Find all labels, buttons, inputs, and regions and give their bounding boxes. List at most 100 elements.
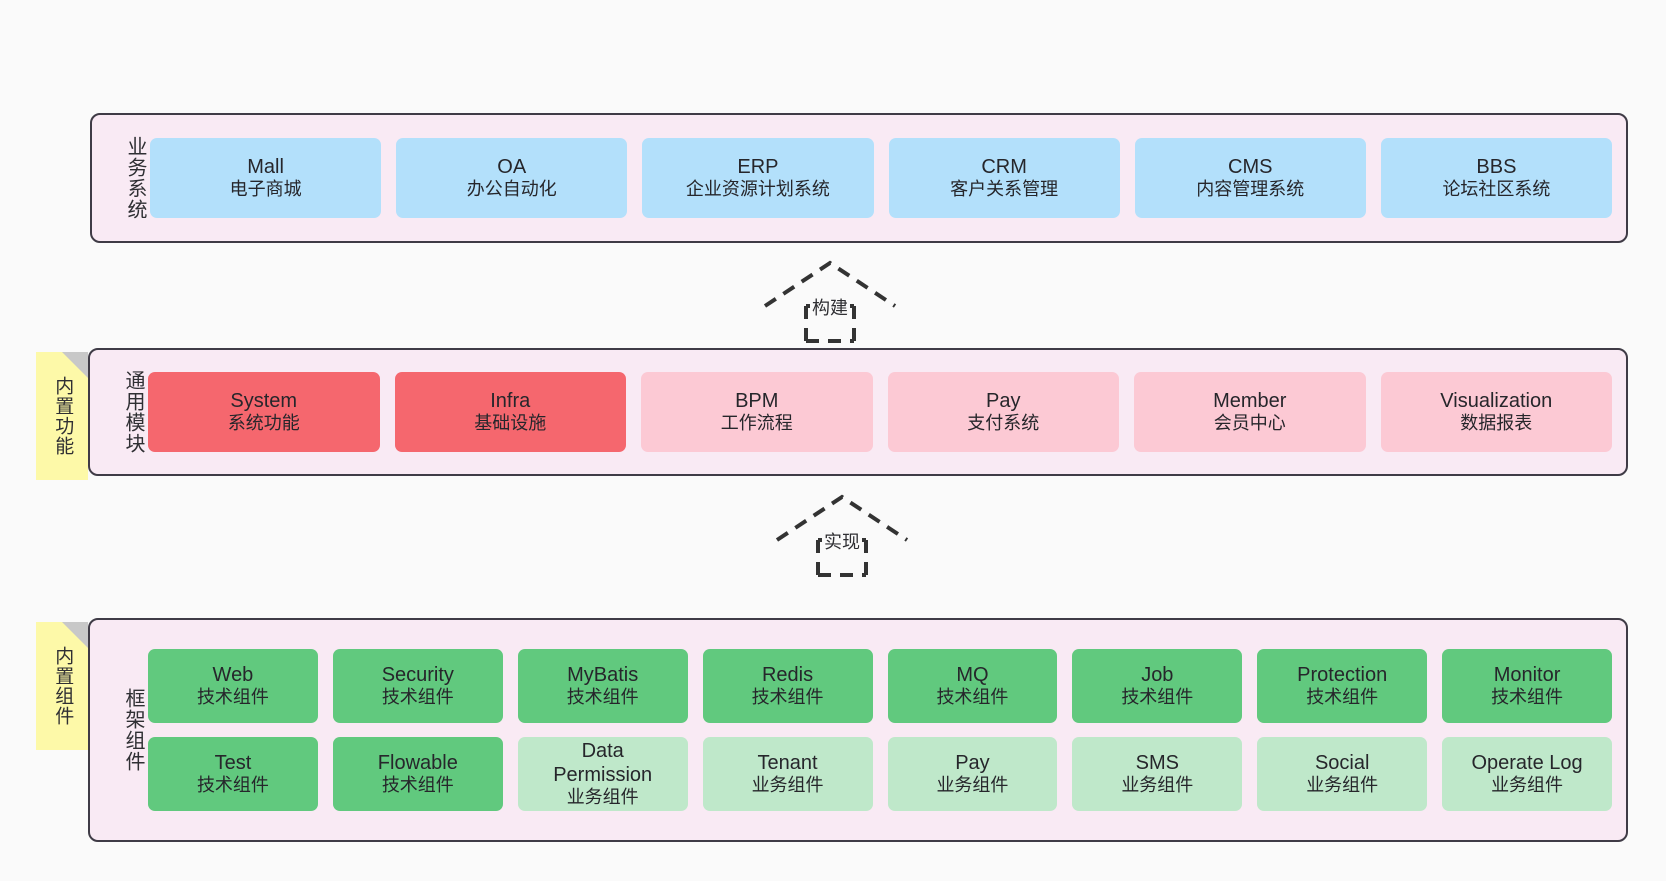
cell-security[interactable]: Security 技术组件 bbox=[332, 649, 503, 723]
cell-mall[interactable]: Mall 电子商城 bbox=[150, 138, 382, 218]
cell-protection[interactable]: Protection 技术组件 bbox=[1257, 649, 1428, 723]
cell-title: Mall bbox=[247, 155, 284, 178]
cell-desc: 业务组件 bbox=[1121, 775, 1194, 796]
note-builtin-function: 内置功能 bbox=[36, 352, 88, 480]
connector-build-label: 构建 bbox=[810, 294, 850, 320]
cell-oa[interactable]: OA 办公自动化 bbox=[396, 138, 628, 218]
cell-cms[interactable]: CMS 内容管理系统 bbox=[1134, 138, 1366, 218]
cell-title: Web bbox=[212, 663, 254, 686]
layer-cells-common-module: System 系统功能 Infra 基础设施 BPM 工作流程 Pay 支付系统… bbox=[144, 350, 1626, 474]
cell-title: Test bbox=[214, 751, 252, 774]
layer-title-framework-component: 框架组件 bbox=[122, 688, 144, 772]
note-label: 内置组件 bbox=[52, 646, 74, 726]
cell-social[interactable]: Social 业务组件 bbox=[1257, 737, 1428, 811]
cell-mq[interactable]: MQ 技术组件 bbox=[887, 649, 1058, 723]
cell-desc: 技术组件 bbox=[1121, 687, 1194, 708]
cell-infra[interactable]: Infra 基础设施 bbox=[394, 372, 626, 452]
cell-desc: 数据报表 bbox=[1460, 413, 1533, 434]
cell-title: Tenant bbox=[757, 751, 818, 774]
cell-desc: 技术组件 bbox=[196, 775, 269, 796]
note-builtin-component: 内置组件 bbox=[36, 622, 88, 750]
cell-desc: 技术组件 bbox=[381, 687, 454, 708]
cell-bpm[interactable]: BPM 工作流程 bbox=[641, 372, 873, 452]
cell-desc: 业务组件 bbox=[566, 787, 639, 808]
cell-desc: 企业资源计划系统 bbox=[685, 179, 830, 200]
cell-test[interactable]: Test 技术组件 bbox=[148, 737, 318, 811]
cell-desc: 办公自动化 bbox=[466, 179, 557, 200]
cell-pay-component[interactable]: Pay 业务组件 bbox=[887, 737, 1058, 811]
cell-title: MQ bbox=[956, 663, 989, 686]
cell-title: CRM bbox=[981, 155, 1027, 178]
cell-desc: 技术组件 bbox=[936, 687, 1009, 708]
cell-title: Pay bbox=[955, 751, 990, 774]
cell-title: Flowable bbox=[377, 751, 458, 774]
cell-desc: 技术组件 bbox=[566, 687, 639, 708]
cell-redis[interactable]: Redis 技术组件 bbox=[702, 649, 873, 723]
cell-visualization[interactable]: Visualization 数据报表 bbox=[1380, 372, 1612, 452]
cell-job[interactable]: Job 技术组件 bbox=[1072, 649, 1243, 723]
layer-business-system: 业务系统 Mall 电子商城 OA 办公自动化 ERP 企业资源计划系统 CRM… bbox=[90, 113, 1628, 243]
cell-erp[interactable]: ERP 企业资源计划系统 bbox=[642, 138, 874, 218]
cell-desc: 技术组件 bbox=[196, 687, 269, 708]
connector-build: 构建 bbox=[760, 258, 900, 343]
cell-title: Infra bbox=[490, 389, 531, 412]
note-fold-icon bbox=[62, 622, 88, 648]
layer-common-module: 通用模块 System 系统功能 Infra 基础设施 BPM 工作流程 Pay… bbox=[88, 348, 1628, 476]
cell-web[interactable]: Web 技术组件 bbox=[148, 649, 318, 723]
cell-title: Operate Log bbox=[1471, 751, 1583, 774]
cell-title: Visualization bbox=[1440, 389, 1553, 412]
cell-desc: 技术组件 bbox=[751, 687, 824, 708]
note-fold-icon bbox=[62, 352, 88, 378]
framework-row-business: Test 技术组件 Flowable 技术组件 Data Permission … bbox=[148, 737, 1612, 811]
cell-desc: 技术组件 bbox=[381, 775, 454, 796]
cell-desc: 系统功能 bbox=[227, 413, 300, 434]
cell-title: System bbox=[230, 389, 298, 412]
cell-title: BPM bbox=[735, 389, 779, 412]
connector-implement: 实现 bbox=[772, 492, 912, 577]
cell-desc: 技术组件 bbox=[1306, 687, 1379, 708]
cell-title: Job bbox=[1141, 663, 1174, 686]
connector-implement-label: 实现 bbox=[822, 528, 862, 554]
cell-member[interactable]: Member 会员中心 bbox=[1134, 372, 1366, 452]
framework-row-tech: Web 技术组件 Security 技术组件 MyBatis 技术组件 Redi… bbox=[148, 649, 1612, 723]
layer-cells-framework-component: Web 技术组件 Security 技术组件 MyBatis 技术组件 Redi… bbox=[144, 620, 1626, 840]
cell-desc: 基础设施 bbox=[474, 413, 547, 434]
cell-desc: 论坛社区系统 bbox=[1442, 179, 1551, 200]
cell-title: ERP bbox=[737, 155, 779, 178]
cell-title: Social bbox=[1314, 751, 1370, 774]
cell-tenant[interactable]: Tenant 业务组件 bbox=[702, 737, 873, 811]
cell-monitor[interactable]: Monitor 技术组件 bbox=[1442, 649, 1612, 723]
cell-title: OA bbox=[497, 155, 527, 178]
cell-mybatis[interactable]: MyBatis 技术组件 bbox=[517, 649, 688, 723]
cell-data-permission[interactable]: Data Permission 业务组件 bbox=[517, 737, 688, 811]
cell-title: Member bbox=[1213, 389, 1287, 412]
cell-desc: 内容管理系统 bbox=[1196, 179, 1305, 200]
cell-flowable[interactable]: Flowable 技术组件 bbox=[332, 737, 503, 811]
cell-system[interactable]: System 系统功能 bbox=[148, 372, 380, 452]
cell-title: CMS bbox=[1228, 155, 1273, 178]
cell-desc: 会员中心 bbox=[1213, 413, 1286, 434]
cell-title: Monitor bbox=[1493, 663, 1561, 686]
cell-title: Protection bbox=[1297, 663, 1388, 686]
cell-desc: 技术组件 bbox=[1491, 687, 1564, 708]
cell-desc: 业务组件 bbox=[936, 775, 1009, 796]
layer-title-common-module: 通用模块 bbox=[122, 370, 144, 454]
cell-title: BBS bbox=[1476, 155, 1517, 178]
layer-framework-component: 框架组件 Web 技术组件 Security 技术组件 MyBatis 技术组件… bbox=[88, 618, 1628, 842]
cell-pay-module[interactable]: Pay 支付系统 bbox=[887, 372, 1119, 452]
cell-desc: 业务组件 bbox=[751, 775, 824, 796]
cell-desc: 业务组件 bbox=[1491, 775, 1564, 796]
cell-crm[interactable]: CRM 客户关系管理 bbox=[888, 138, 1120, 218]
cell-operate-log[interactable]: Operate Log 业务组件 bbox=[1442, 737, 1612, 811]
layer-title-business-system: 业务系统 bbox=[124, 136, 146, 220]
note-label: 内置功能 bbox=[52, 376, 74, 456]
cell-title: Pay bbox=[986, 389, 1021, 412]
cell-sms[interactable]: SMS 业务组件 bbox=[1072, 737, 1243, 811]
cell-desc: 工作流程 bbox=[720, 413, 793, 434]
cell-title: Security bbox=[381, 663, 454, 686]
cell-desc: 客户关系管理 bbox=[950, 179, 1059, 200]
cell-desc: 支付系统 bbox=[967, 413, 1040, 434]
cell-title: SMS bbox=[1135, 751, 1179, 774]
cell-bbs[interactable]: BBS 论坛社区系统 bbox=[1380, 138, 1613, 218]
